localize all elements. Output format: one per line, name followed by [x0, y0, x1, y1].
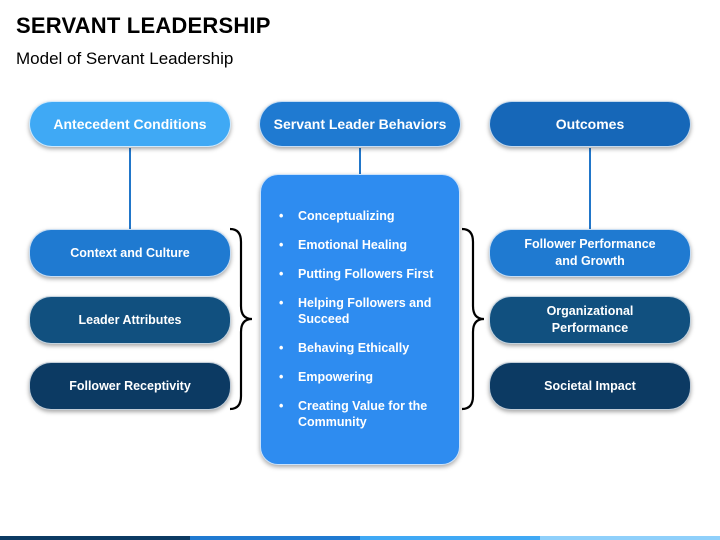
header-servant-leader-behaviors: Servant Leader Behaviors — [259, 101, 461, 147]
item-context-and-culture: Context and Culture — [29, 229, 231, 277]
header-outcomes: Outcomes — [489, 101, 691, 147]
connector-center — [359, 148, 361, 175]
bullet-icon: • — [279, 209, 284, 223]
connector-right — [589, 148, 591, 230]
behavior-item: •Putting Followers First — [279, 267, 434, 281]
footer-color-strip — [0, 536, 720, 540]
left-brace — [229, 227, 253, 411]
item-follower-receptivity: Follower Receptivity — [29, 362, 231, 410]
bullet-icon: • — [279, 399, 284, 413]
bullet-icon: • — [279, 238, 284, 252]
behavior-item: •Helping Followers and Succeed — [279, 296, 432, 326]
behavior-item: •Emotional Healing — [279, 238, 408, 252]
bullet-icon: • — [279, 370, 284, 384]
behavior-item: •Conceptualizing — [279, 209, 395, 223]
page-title: SERVANT LEADERSHIP — [16, 13, 271, 38]
behavior-item: •Creating Value for the Community — [279, 399, 428, 429]
behaviors-box: •Conceptualizing •Emotional Healing •Put… — [260, 174, 460, 465]
right-brace — [461, 227, 485, 411]
item-organizational-performance: Organizational Performance — [489, 296, 691, 344]
bullet-icon: • — [279, 296, 284, 310]
item-leader-attributes: Leader Attributes — [29, 296, 231, 344]
behavior-item: •Empowering — [279, 370, 374, 384]
item-societal-impact: Societal Impact — [489, 362, 691, 410]
connector-left — [129, 148, 131, 230]
header-antecedent-conditions: Antecedent Conditions — [29, 101, 231, 147]
page-subtitle: Model of Servant Leadership — [16, 49, 234, 68]
behavior-item: •Behaving Ethically — [279, 341, 410, 355]
item-follower-performance-and-growth: Follower Performance and Growth — [489, 229, 691, 277]
behaviors-list: •Conceptualizing •Emotional Healing •Put… — [279, 208, 443, 430]
bullet-icon: • — [279, 341, 284, 355]
bullet-icon: • — [279, 267, 284, 281]
